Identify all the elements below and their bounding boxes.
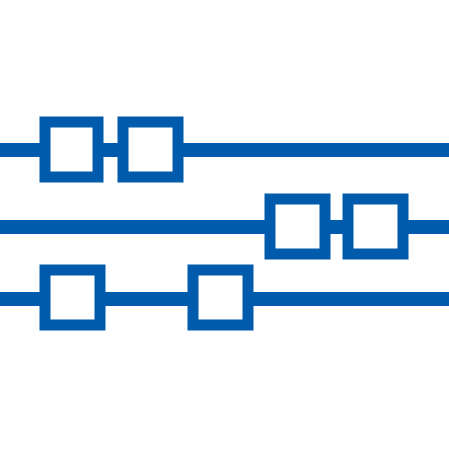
middle-rod	[0, 193, 449, 260]
top-rod	[0, 116, 449, 183]
bead	[342, 193, 409, 260]
bottom-rod	[0, 264, 449, 331]
bead	[39, 264, 106, 331]
bead	[39, 116, 104, 183]
rod-line	[0, 220, 449, 234]
bead	[117, 116, 184, 183]
rod-line	[0, 143, 449, 157]
bead	[264, 193, 331, 260]
bead	[187, 264, 254, 331]
